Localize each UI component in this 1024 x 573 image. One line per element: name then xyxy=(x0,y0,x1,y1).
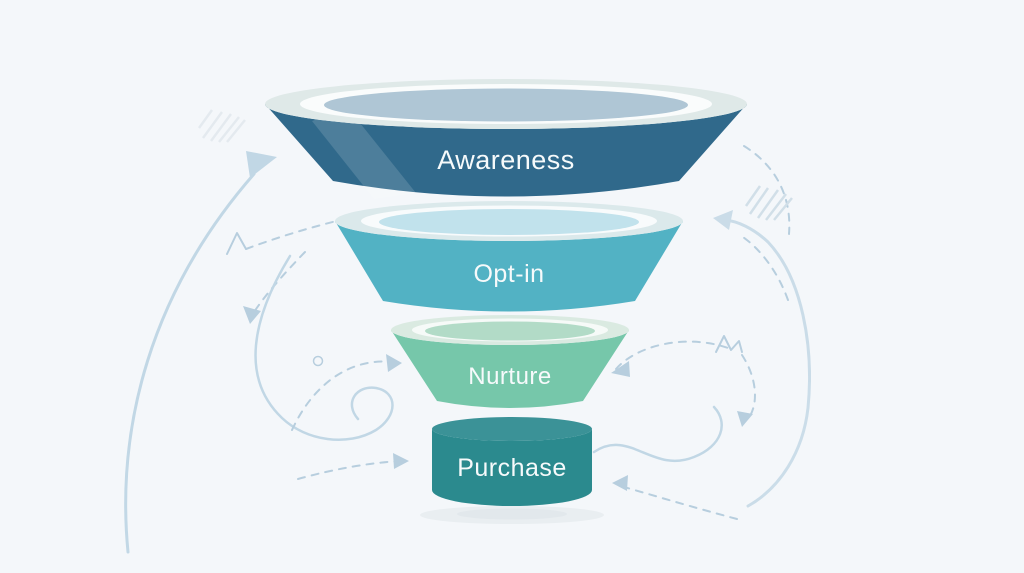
arrowhead xyxy=(386,354,402,372)
arrowhead xyxy=(243,306,261,324)
curved-arrow-up-left-icon xyxy=(124,151,277,554)
stage-highlight xyxy=(312,108,416,199)
stage-band xyxy=(432,429,592,506)
swirl-loop-icon xyxy=(254,254,394,441)
stage-label-purchase: Purchase xyxy=(457,454,567,482)
stage-top xyxy=(432,417,592,441)
arrowhead xyxy=(612,475,628,491)
stage-opening xyxy=(324,88,688,122)
stage-label-awareness: Awareness xyxy=(437,145,575,175)
stage-band xyxy=(265,104,747,197)
stage-opening xyxy=(425,321,595,341)
stage-label-opt-in: Opt-in xyxy=(473,260,544,288)
stage-label-nurture: Nurture xyxy=(468,363,552,390)
hatch-patch-left-icon xyxy=(197,109,246,143)
funnel-stage-nurture: Nurture xyxy=(391,315,629,408)
dashed-arrow-bottom-left-icon xyxy=(297,453,409,480)
funnel-stage-opt-in: Opt-in xyxy=(335,201,683,312)
stage-band xyxy=(335,221,683,312)
arrowhead xyxy=(737,411,753,427)
curved-arrow-up-right-icon xyxy=(713,210,811,508)
wave-curve-icon xyxy=(592,405,723,463)
decoration-layer xyxy=(124,109,811,554)
zigzag-mark-icon xyxy=(715,335,743,353)
arrowhead xyxy=(246,151,277,178)
arrowhead xyxy=(713,210,733,230)
circle-mark-icon xyxy=(312,355,324,367)
dashed-loop-right-icon xyxy=(611,335,756,427)
dashed-arc-mid-icon xyxy=(291,354,402,431)
dashed-arrow-bottom-right-icon xyxy=(612,475,738,520)
arrowhead xyxy=(393,453,409,469)
funnel-stage-purchase: Purchase xyxy=(432,417,592,506)
stage-opening xyxy=(379,209,639,235)
ground-shadow xyxy=(420,506,604,524)
stage-band xyxy=(391,330,629,408)
hatch-patch-right-icon xyxy=(744,185,793,221)
funnel-stage-awareness: Awareness xyxy=(265,79,747,199)
arrowhead xyxy=(611,361,630,377)
